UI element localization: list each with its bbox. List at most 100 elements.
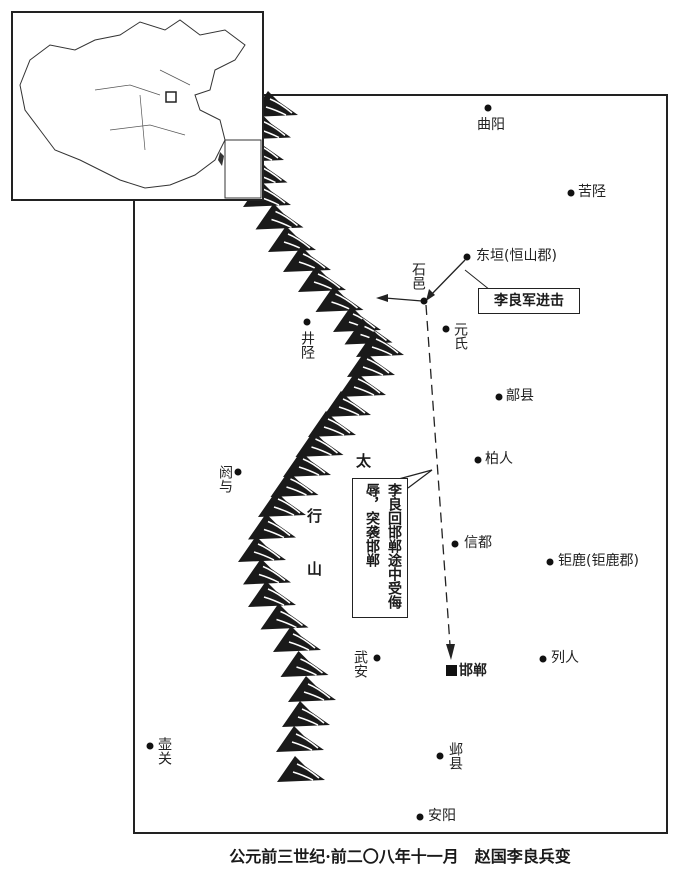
mountain-peak xyxy=(255,203,304,230)
place-dot xyxy=(474,456,482,464)
mountain-peak xyxy=(356,331,404,357)
mountain-shading xyxy=(323,418,351,436)
range-label-shan: 山 xyxy=(307,560,323,578)
mountain-peak xyxy=(277,756,325,782)
mountain-peak xyxy=(248,513,296,540)
place-shiyi: 石邑 xyxy=(410,262,426,290)
place-wuan: 武安 xyxy=(352,650,368,678)
handan-capital-marker xyxy=(446,665,457,676)
mountain-shading xyxy=(253,543,281,561)
mountain-peak xyxy=(270,471,319,497)
place-dot xyxy=(420,297,428,305)
mountain-shading xyxy=(263,520,291,539)
place-yuanshi: 元氏 xyxy=(452,322,468,350)
advance-arrow-line xyxy=(427,259,466,299)
return-arrowhead xyxy=(446,644,455,660)
inset-frame xyxy=(11,11,264,201)
place-dot xyxy=(436,752,444,760)
mountain-shading xyxy=(303,683,331,701)
place-haoxian: 鄗县 xyxy=(506,388,534,404)
mountain-shading xyxy=(298,458,326,476)
mountain-shading xyxy=(292,763,320,781)
mountain-peak xyxy=(283,246,331,272)
place-yexian: 邺县 xyxy=(447,742,463,770)
place-jingxing: 井陉 xyxy=(299,331,315,359)
mountain-peak xyxy=(243,558,291,585)
mountain-peak xyxy=(347,351,395,377)
place-dot xyxy=(234,468,242,476)
mountain-shading xyxy=(362,358,390,376)
mountain-peak xyxy=(323,391,371,417)
callout-tail xyxy=(464,269,491,291)
mountain-shading xyxy=(371,338,399,356)
place-kuxing: 苦陉 xyxy=(578,184,606,200)
place-quyang: 曲阳 xyxy=(477,117,505,133)
mountain-peak xyxy=(280,651,329,677)
mountain-shading xyxy=(297,708,325,726)
mountain-peak xyxy=(282,701,330,727)
place-huguan: 壶关 xyxy=(156,737,172,765)
mountain-peak xyxy=(315,286,364,312)
mountain-peak xyxy=(238,536,286,562)
place-handan: 邯郸 xyxy=(459,663,487,679)
place-markers xyxy=(146,104,575,821)
place-julu: 钜鹿(钜鹿郡) xyxy=(558,553,639,569)
place-dot xyxy=(546,558,554,566)
west-arrow-line xyxy=(384,297,423,302)
place-bairen: 柏人 xyxy=(485,451,513,467)
mountain-peak xyxy=(295,431,344,457)
mountain-shading xyxy=(353,378,381,396)
place-xindu: 信都 xyxy=(464,535,492,551)
taiwan-shape xyxy=(218,152,224,166)
mountain-shading xyxy=(271,210,298,229)
mountain-peak xyxy=(288,676,336,702)
place-eyu: 阏与 xyxy=(217,465,233,493)
map-title: 公元前三世纪·前二〇八年十一月 赵国李良兵变 xyxy=(229,847,571,866)
mountain-shading xyxy=(288,633,316,651)
mountain-peak xyxy=(283,451,331,477)
callout-advance: 李良军进击 xyxy=(478,288,580,314)
mountain-shading xyxy=(311,438,338,456)
place-dot xyxy=(373,654,381,662)
place-dot xyxy=(416,813,424,821)
mountain-shading xyxy=(263,588,291,606)
callout-attack: 李良回邯郸途中受侮辱，突袭邯郸 xyxy=(352,478,408,618)
mountain-shading xyxy=(286,478,313,496)
mountain-shading xyxy=(276,610,303,629)
mountain-peak xyxy=(248,581,296,607)
mountain-peak xyxy=(338,371,386,397)
mountain-shading xyxy=(273,498,301,516)
mountain-shading xyxy=(265,98,293,116)
place-anyang: 安阳 xyxy=(428,808,456,824)
mountain-peak xyxy=(308,411,356,437)
mountain-peak xyxy=(273,626,321,652)
range-label-tai: 太 xyxy=(356,452,372,470)
place-dot xyxy=(146,742,154,750)
place-dot xyxy=(463,253,471,261)
inset-highlight xyxy=(165,91,177,103)
place-dot xyxy=(303,318,311,326)
place-dot xyxy=(451,540,459,548)
west-arrowhead xyxy=(376,294,388,302)
place-dot xyxy=(495,393,503,401)
mountain-peak xyxy=(258,491,306,517)
mountain-peak xyxy=(298,266,346,292)
inset-province-lines xyxy=(94,69,191,151)
mountain-peak xyxy=(260,603,309,630)
place-dot xyxy=(442,325,450,333)
mountain-peak xyxy=(276,726,324,752)
inset-southsea-box xyxy=(224,139,262,199)
mountain-shading xyxy=(258,565,286,584)
map-frame xyxy=(133,94,668,834)
mountain-shading xyxy=(338,398,366,416)
advance-arrowhead xyxy=(426,289,435,301)
mountain-shading xyxy=(291,733,319,751)
place-dot xyxy=(539,655,547,663)
place-dongyuan: 东垣(恒山郡) xyxy=(476,248,557,264)
place-dot xyxy=(484,104,492,112)
range-label-hang: 行 xyxy=(307,507,323,525)
mountain-shading xyxy=(296,658,323,676)
mountain-peak xyxy=(268,226,316,252)
return-route-dashed xyxy=(425,304,451,646)
